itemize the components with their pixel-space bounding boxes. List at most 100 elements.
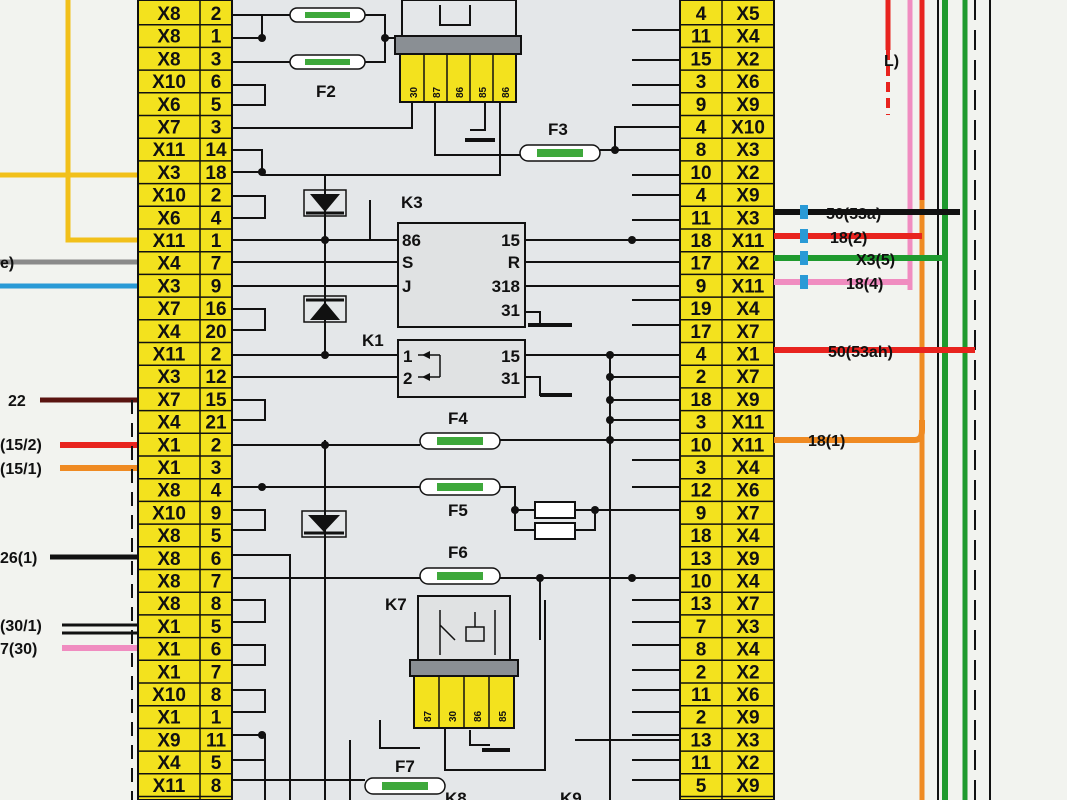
component-label-k9: K9 [560, 789, 582, 800]
left-connector-id: X8 [157, 549, 180, 570]
relay-top-terminal-1: 30 [409, 86, 420, 98]
relay-k1-pin-2: 2 [403, 369, 412, 388]
right-connector-pin: 8 [696, 140, 707, 161]
right-connector-id: X11 [732, 435, 765, 456]
left-connector-pin: 7 [211, 254, 222, 275]
right-connector-pin: 11 [691, 685, 712, 706]
relay-k3-pin-31: 31 [501, 301, 520, 320]
left-connector-id: X4 [157, 254, 181, 275]
wire-label-e: e) [0, 255, 14, 272]
left-connector-id: X11 [153, 345, 186, 366]
component-label-k8: K8 [445, 789, 467, 800]
relay-k1 [397, 339, 526, 398]
right-connector-pin: 17 [690, 254, 711, 275]
left-connector-pin: 21 [205, 413, 227, 434]
wire-label-50-53a: 50(53a) [826, 206, 881, 223]
left-connector-pin: 16 [205, 299, 226, 320]
fuse-f5 [419, 478, 501, 496]
left-connector-pin: 3 [211, 118, 222, 139]
right-connector-pin: 2 [696, 367, 707, 388]
relay-k3-pin-86: 86 [402, 231, 421, 250]
left-connector-pin: 14 [205, 140, 227, 161]
relay-k1-pin-15: 15 [501, 347, 520, 366]
right-connector-body [679, 0, 775, 800]
fuse-f4 [419, 432, 501, 450]
right-connector-id: X2 [736, 753, 759, 774]
left-connector-pin: 9 [211, 503, 222, 524]
right-external-wires [774, 0, 991, 800]
left-connector-pin: 6 [211, 549, 222, 570]
right-connector-id: X9 [736, 390, 759, 411]
right-connector-id: X3 [736, 208, 759, 229]
left-connector-pin: 15 [205, 390, 227, 411]
diode-3 [301, 510, 347, 538]
relay-k3 [397, 222, 526, 328]
wire-label-18-4: 18(4) [846, 276, 883, 293]
right-connector-id: X4 [736, 299, 760, 320]
relay-k7 [409, 595, 519, 729]
right-connector-pin: 17 [690, 322, 711, 343]
right-connector-id: X4 [736, 458, 760, 479]
left-connector-id: X9 [157, 730, 180, 751]
right-connector-pin: 10 [690, 572, 711, 593]
left-connector-id: X11 [153, 776, 186, 797]
relay-k3-pin-j: J [402, 277, 411, 296]
right-connector-id: X5 [736, 4, 760, 25]
left-connector-id: X8 [157, 526, 180, 547]
left-connector-id: X10 [152, 72, 186, 93]
left-connector-id: X1 [157, 617, 181, 638]
left-connector-id: X10 [152, 186, 186, 207]
wire-label-l: L) [884, 53, 899, 70]
right-connector-id: X6 [736, 685, 759, 706]
wire-label-15-2: (15/2) [0, 437, 42, 454]
right-connector-pin: 4 [696, 345, 707, 366]
relay-k3-pin-s: S [402, 253, 413, 272]
relay-k3-pin-318: 318 [492, 277, 520, 296]
right-connector-id: X9 [736, 186, 759, 207]
relay-k1-name: K1 [362, 331, 384, 350]
right-connector-id: X2 [736, 163, 759, 184]
right-connector-id: X6 [736, 72, 759, 93]
right-connector-id: X2 [736, 254, 759, 275]
left-connector-pin: 6 [211, 72, 222, 93]
right-connector-pin: 13 [690, 549, 711, 570]
left-connector-pin: 5 [211, 95, 222, 116]
junction-dots [258, 34, 636, 739]
fuse-label-f5: F5 [448, 501, 468, 520]
left-connector-id: X8 [157, 4, 180, 25]
right-connector-id: X3 [736, 730, 759, 751]
left-connector-id: X8 [157, 481, 180, 502]
relay-k3-pin-r: R [508, 253, 520, 272]
right-connector-pin: 18 [690, 390, 711, 411]
right-connector-id: X4 [736, 526, 760, 547]
left-external-wires [0, 0, 138, 800]
right-connector-pin: 5 [696, 776, 707, 797]
left-connector-id: X1 [157, 640, 181, 661]
right-connector-id: X2 [736, 662, 759, 683]
wire-label-18-2: 18(2) [830, 230, 867, 247]
wire-label-26-1: 26(1) [0, 550, 37, 567]
right-connector-id: X6 [736, 481, 759, 502]
fuse-f6 [419, 567, 501, 585]
resistor-lower [534, 522, 576, 540]
fuse-label-f2: F2 [316, 82, 336, 101]
left-connector-pin: 4 [211, 481, 222, 502]
left-connector-id: X4 [157, 413, 181, 434]
left-connector-pin: 11 [206, 730, 227, 751]
right-connector-id: X4 [736, 27, 760, 48]
wire-label-x3-5: X3(5) [856, 252, 895, 269]
left-connector-id: X3 [157, 367, 180, 388]
relay-k1-pin-31: 31 [501, 369, 520, 388]
diode-1 [303, 189, 347, 217]
left-connector-pin: 5 [211, 617, 222, 638]
relay-k7-terminal-30: 30 [448, 710, 459, 722]
left-connector-id: X1 [157, 708, 181, 729]
right-connector-pin: 8 [696, 640, 707, 661]
relay-k3-name: K3 [401, 193, 423, 212]
fuse-f3 [519, 144, 601, 162]
right-connector-pin: 9 [696, 276, 707, 297]
relay-top-terminal-2: 87 [432, 86, 443, 98]
left-connector-id: X11 [153, 140, 186, 161]
